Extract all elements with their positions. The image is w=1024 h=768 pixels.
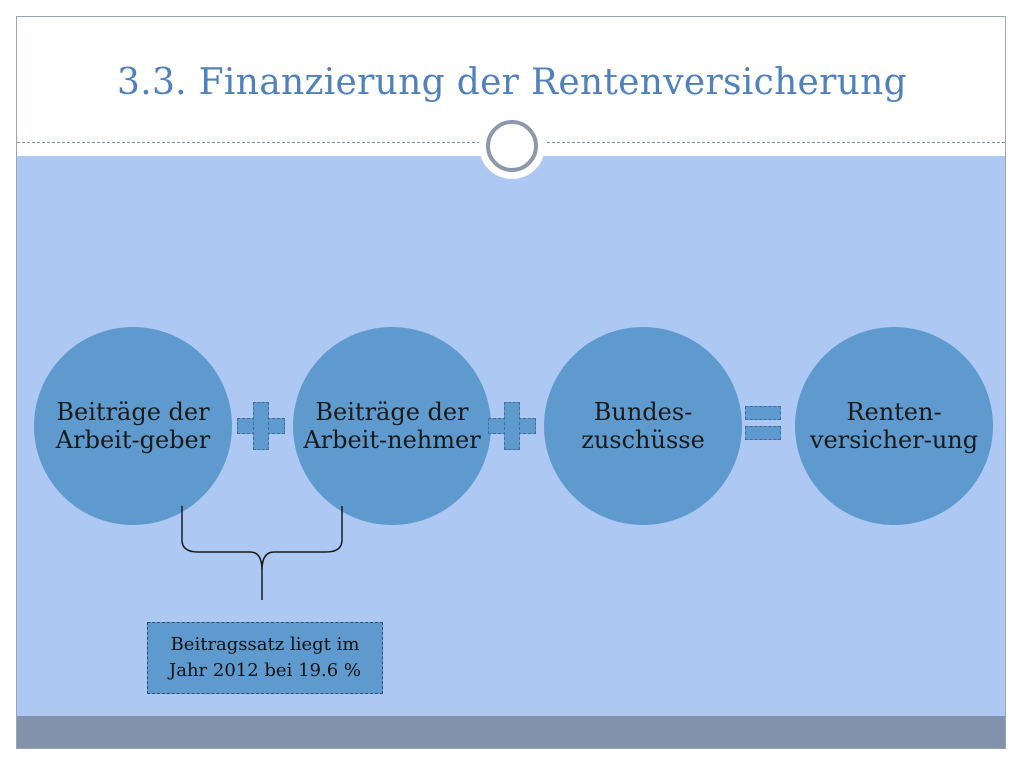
node-bundeszuschuesse: Bundes-zuschüsse — [544, 327, 742, 525]
node-label-rentenversicherung: Renten-versicher-ung — [809, 398, 979, 454]
node-arbeitnehmer: Beiträge der Arbeit-nehmer — [293, 327, 491, 525]
curly-brace — [181, 506, 343, 600]
footer-band — [17, 716, 1005, 748]
contribution-rate-note: Beitragssatz liegt im Jahr 2012 bei 19.6… — [147, 622, 383, 694]
node-label-arbeitnehmer: Beiträge der Arbeit-nehmer — [303, 398, 481, 454]
contribution-rate-text: Beitragssatz liegt im Jahr 2012 bei 19.6… — [169, 634, 361, 681]
ring-ornament-inner — [486, 120, 538, 172]
node-rentenversicherung: Renten-versicher-ung — [795, 327, 993, 525]
node-label-bundeszuschuesse: Bundes-zuschüsse — [581, 398, 705, 454]
node-label-arbeitgeber: Beiträge der Arbeit-geber — [55, 398, 211, 454]
node-arbeitgeber: Beiträge der Arbeit-geber — [34, 327, 232, 525]
slide-title: 3.3. Finanzierung der Rentenversicherung — [117, 62, 907, 103]
